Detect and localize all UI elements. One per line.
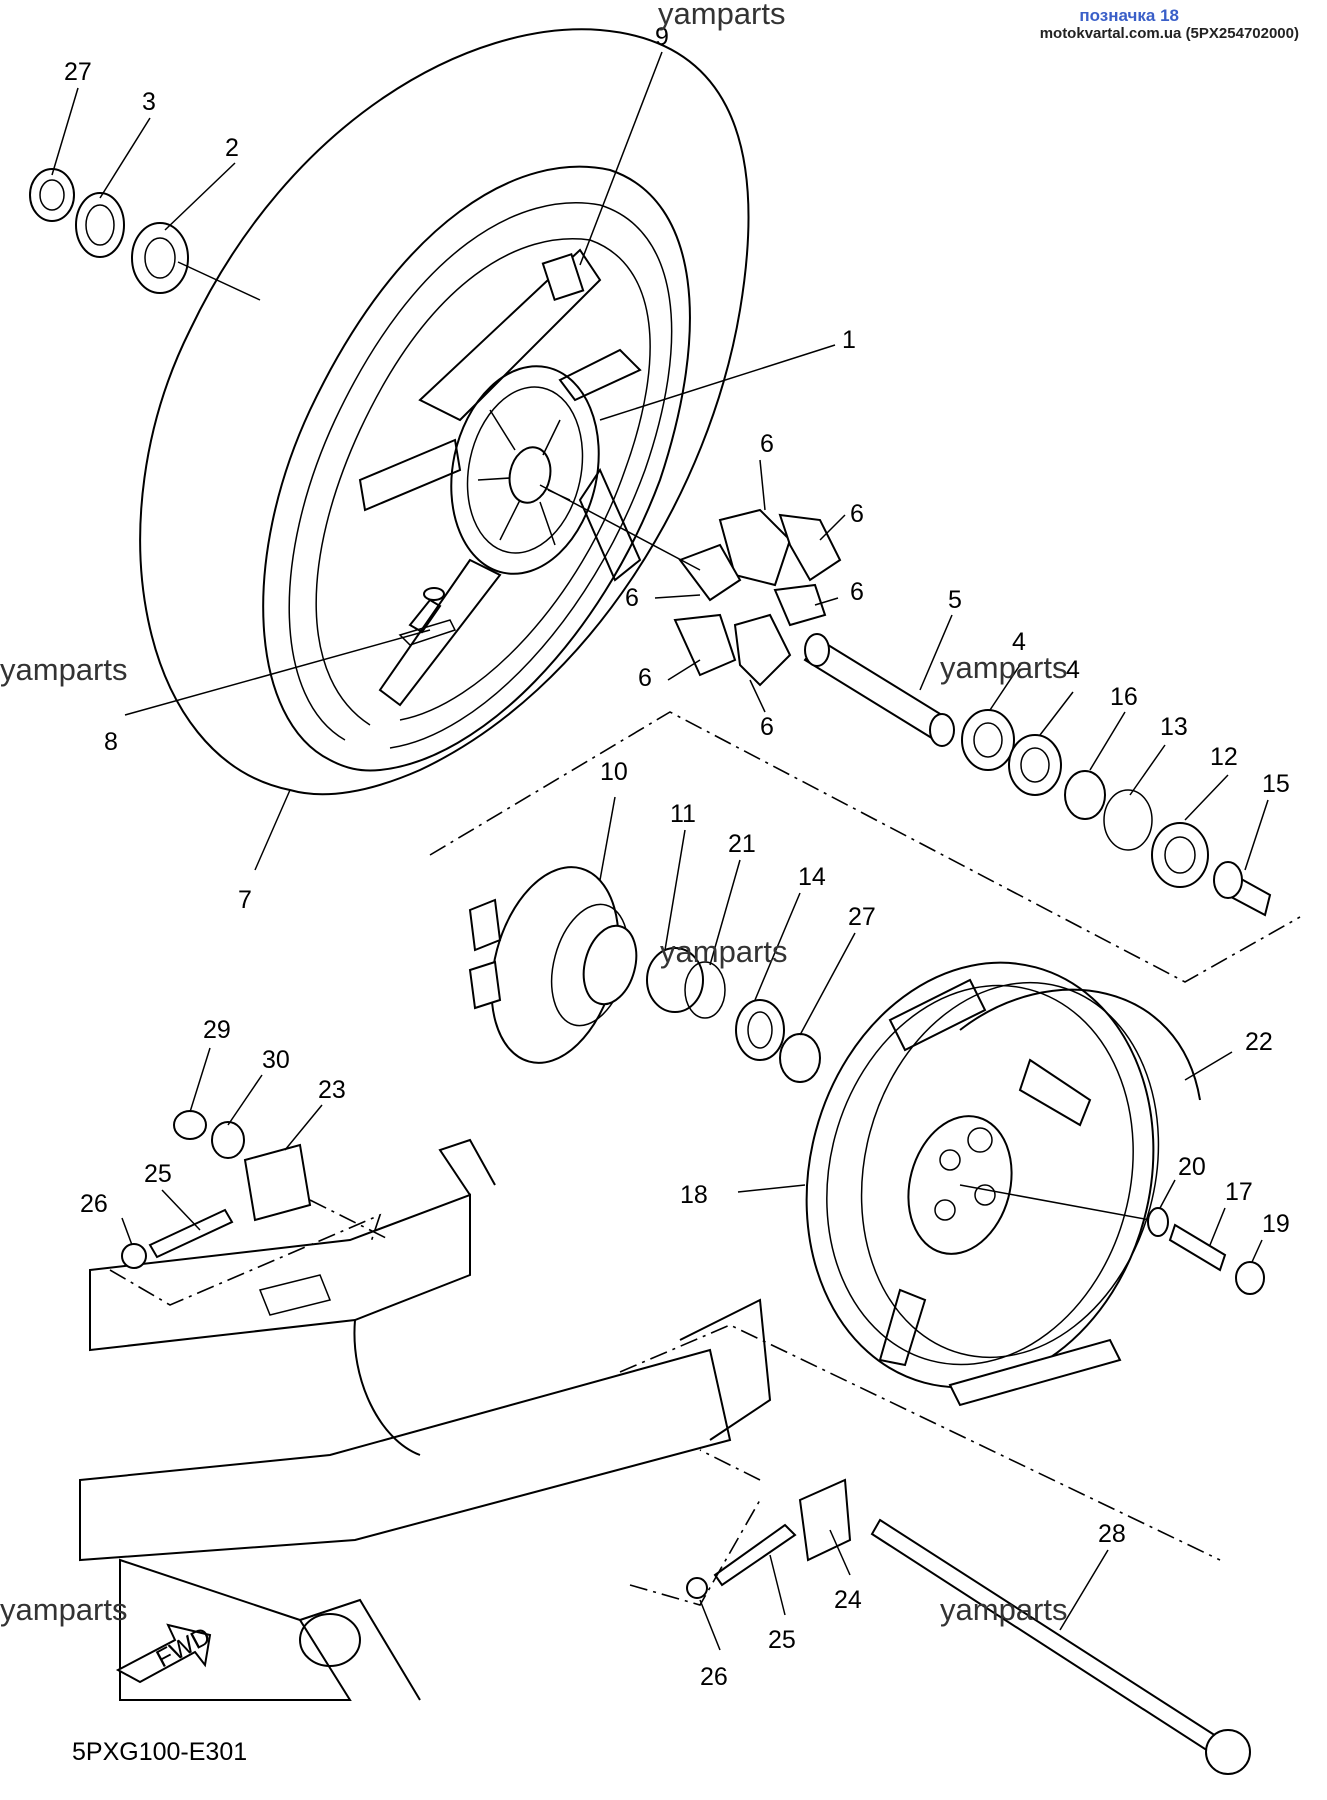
rear-wheel-drawing (139, 28, 750, 796)
callout-14: 14 (798, 863, 826, 891)
callout-11: 11 (670, 800, 696, 828)
header-title: позначка 18 (1079, 6, 1179, 25)
callout-30: 30 (262, 1046, 290, 1074)
callout-6e: 6 (638, 664, 652, 692)
header-subtitle: motokvartal.com.ua (5PX254702000) (1039, 25, 1299, 42)
drive-pulley (805, 961, 1201, 1407)
chain-puller-right (629, 1449, 1251, 1775)
callout-labels: 27 3 2 9 1 6 6 6 6 6 6 5 4 4 16 13 12 15… (64, 23, 1290, 1691)
assembly-line-upper (429, 711, 1301, 983)
watermark: yamparts (940, 650, 1067, 685)
callout-4b: 4 (1066, 656, 1080, 684)
callout-15: 15 (1262, 770, 1290, 798)
callout-29: 29 (203, 1016, 231, 1044)
callout-26b: 26 (700, 1663, 728, 1691)
callout-3: 3 (142, 88, 156, 116)
bearing-set-top-left (29, 168, 261, 301)
watermark: yamparts (660, 934, 787, 969)
callout-10: 10 (600, 758, 628, 786)
callout-25: 25 (144, 1160, 172, 1188)
callout-17: 17 (1225, 1178, 1253, 1206)
axle-spacer-and-bearings (803, 633, 1272, 917)
callout-24: 24 (834, 1586, 862, 1614)
callout-20: 20 (1178, 1153, 1206, 1181)
callout-6c: 6 (625, 584, 639, 612)
callout-6d: 6 (850, 578, 864, 606)
chain-puller-left (109, 1110, 391, 1306)
callout-6f: 6 (760, 713, 774, 741)
callout-6b: 6 (850, 500, 864, 528)
fwd-arrow: FWD (115, 1622, 215, 1684)
drawing-code: 5PXG100-E301 (72, 1738, 248, 1766)
callout-28: 28 (1098, 1520, 1126, 1548)
flange-bearing-set (646, 947, 821, 1083)
callout-leaders (51, 51, 1269, 1651)
pulley-bolt-set (1147, 1207, 1265, 1295)
watermark: yamparts (940, 1592, 1067, 1627)
callout-25b: 25 (768, 1626, 796, 1654)
callout-22: 22 (1245, 1028, 1273, 1056)
callout-18: 18 (680, 1181, 708, 1209)
assembly-line-lower (619, 1324, 1221, 1561)
callout-27: 27 (64, 58, 92, 86)
callout-2: 2 (225, 134, 239, 162)
callout-7: 7 (238, 886, 252, 914)
callout-6a: 6 (760, 430, 774, 458)
callout-8: 8 (104, 728, 118, 756)
watermark: yamparts (0, 652, 127, 687)
callout-12: 12 (1210, 743, 1238, 771)
callout-23: 23 (318, 1076, 346, 1104)
damper-set (539, 484, 842, 687)
callout-19: 19 (1262, 1210, 1290, 1238)
callout-9: 9 (655, 23, 669, 51)
callout-21: 21 (728, 830, 756, 858)
callout-1: 1 (842, 326, 856, 354)
callout-26: 26 (80, 1190, 108, 1218)
callout-27b: 27 (848, 903, 876, 931)
callout-5: 5 (948, 586, 962, 614)
callout-16: 16 (1110, 683, 1138, 711)
callout-13: 13 (1160, 713, 1188, 741)
driven-flange (468, 866, 638, 1064)
watermark: yamparts (658, 0, 785, 31)
watermarks: yamparts yamparts yamparts yamparts yamp… (0, 0, 1067, 1627)
watermark: yamparts (0, 1592, 127, 1627)
callout-4a: 4 (1012, 628, 1026, 656)
swingarm (79, 1138, 772, 1701)
